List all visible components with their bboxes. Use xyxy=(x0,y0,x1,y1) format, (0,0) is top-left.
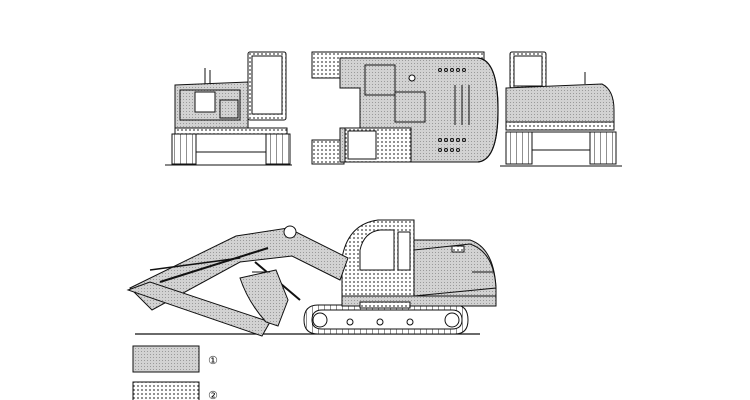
rear-view xyxy=(500,51,622,167)
legend-swatch-dotted xyxy=(132,381,200,400)
excavator-elevation xyxy=(126,219,497,337)
legend-swatch-gray xyxy=(132,345,200,373)
front-view xyxy=(165,51,292,166)
legend-marker-1: ① xyxy=(208,354,218,367)
legend: ① ② xyxy=(132,345,218,400)
legend-marker-2: ② xyxy=(208,389,218,400)
vent-holes xyxy=(438,68,466,152)
top-view xyxy=(311,51,499,165)
